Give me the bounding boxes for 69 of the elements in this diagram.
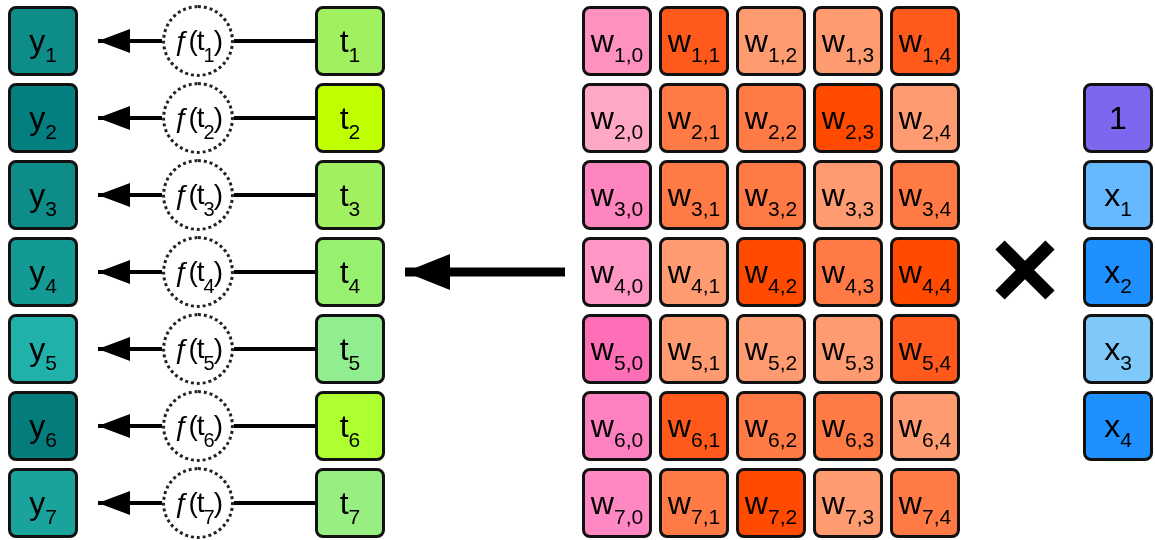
activation-circle: ƒ(t$_{3}$)	[162, 159, 234, 231]
output-box: y$_{3}$	[8, 160, 78, 230]
weight-box: w$_{2,3}$	[813, 83, 883, 153]
arrow	[98, 183, 162, 207]
weight-box: w$_{3,1}$	[659, 160, 729, 230]
output-box: y$_{6}$	[8, 391, 78, 461]
weight-box: w$_{3,2}$	[736, 160, 806, 230]
activation-circle: ƒ(t$_{4}$)	[162, 236, 234, 308]
weight-box: w$_{1,3}$	[813, 6, 883, 76]
arrow	[405, 254, 565, 290]
weight-box: w$_{7,1}$	[659, 468, 729, 538]
weight-box: w$_{1,2}$	[736, 6, 806, 76]
output-box: y$_{5}$	[8, 314, 78, 384]
sum-box: t$_{1}$	[315, 6, 385, 76]
input-box: 1	[1083, 83, 1153, 153]
weight-box: w$_{4,0}$	[582, 237, 652, 307]
weight-box: w$_{2,4}$	[890, 83, 960, 153]
output-box: y$_{2}$	[8, 83, 78, 153]
input-box: x$_{1}$	[1083, 160, 1153, 230]
arrow	[98, 414, 162, 438]
activation-circle: ƒ(t$_{5}$)	[162, 313, 234, 385]
weight-box: w$_{6,0}$	[582, 391, 652, 461]
weight-box: w$_{2,0}$	[582, 83, 652, 153]
weight-box: w$_{7,2}$	[736, 468, 806, 538]
weight-box: w$_{3,0}$	[582, 160, 652, 230]
weight-box: w$_{3,4}$	[890, 160, 960, 230]
weight-box: w$_{3,3}$	[813, 160, 883, 230]
weight-box: w$_{6,2}$	[736, 391, 806, 461]
weight-box: w$_{7,4}$	[890, 468, 960, 538]
weight-box: w$_{5,2}$	[736, 314, 806, 384]
weight-box: w$_{6,4}$	[890, 391, 960, 461]
activation-circle: ƒ(t$_{7}$)	[162, 467, 234, 539]
arrow	[98, 29, 162, 53]
activation-circle: ƒ(t$_{6}$)	[162, 390, 234, 462]
input-box: x$_{2}$	[1083, 237, 1153, 307]
weight-box: w$_{4,2}$	[736, 237, 806, 307]
sum-box: t$_{3}$	[315, 160, 385, 230]
sum-box: t$_{5}$	[315, 314, 385, 384]
weight-box: w$_{6,3}$	[813, 391, 883, 461]
weight-box: w$_{5,4}$	[890, 314, 960, 384]
weight-box: w$_{7,3}$	[813, 468, 883, 538]
weight-box: w$_{4,4}$	[890, 237, 960, 307]
output-box: y$_{4}$	[8, 237, 78, 307]
weight-box: w$_{6,1}$	[659, 391, 729, 461]
output-box: y$_{7}$	[8, 468, 78, 538]
arrow	[98, 491, 162, 515]
input-box: x$_{3}$	[1083, 314, 1153, 384]
arrow	[98, 260, 162, 284]
input-box: x$_{4}$	[1083, 391, 1153, 461]
activation-circle: ƒ(t$_{1}$)	[162, 5, 234, 77]
weight-box: w$_{1,4}$	[890, 6, 960, 76]
weight-box: w$_{1,1}$	[659, 6, 729, 76]
weight-box: w$_{7,0}$	[582, 468, 652, 538]
weight-box: w$_{1,0}$	[582, 6, 652, 76]
sum-box: t$_{4}$	[315, 237, 385, 307]
arrow	[98, 337, 162, 361]
sum-box: t$_{6}$	[315, 391, 385, 461]
arrow	[98, 106, 162, 130]
sum-box: t$_{2}$	[315, 83, 385, 153]
weight-box: w$_{4,1}$	[659, 237, 729, 307]
sum-box: t$_{7}$	[315, 468, 385, 538]
weight-box: w$_{4,3}$	[813, 237, 883, 307]
output-box: y$_{1}$	[8, 6, 78, 76]
weight-box: w$_{2,1}$	[659, 83, 729, 153]
weight-box: w$_{2,2}$	[736, 83, 806, 153]
activation-circle: ƒ(t$_{2}$)	[162, 82, 234, 154]
weight-box: w$_{5,1}$	[659, 314, 729, 384]
weight-box: w$_{5,3}$	[813, 314, 883, 384]
weight-box: w$_{5,0}$	[582, 314, 652, 384]
